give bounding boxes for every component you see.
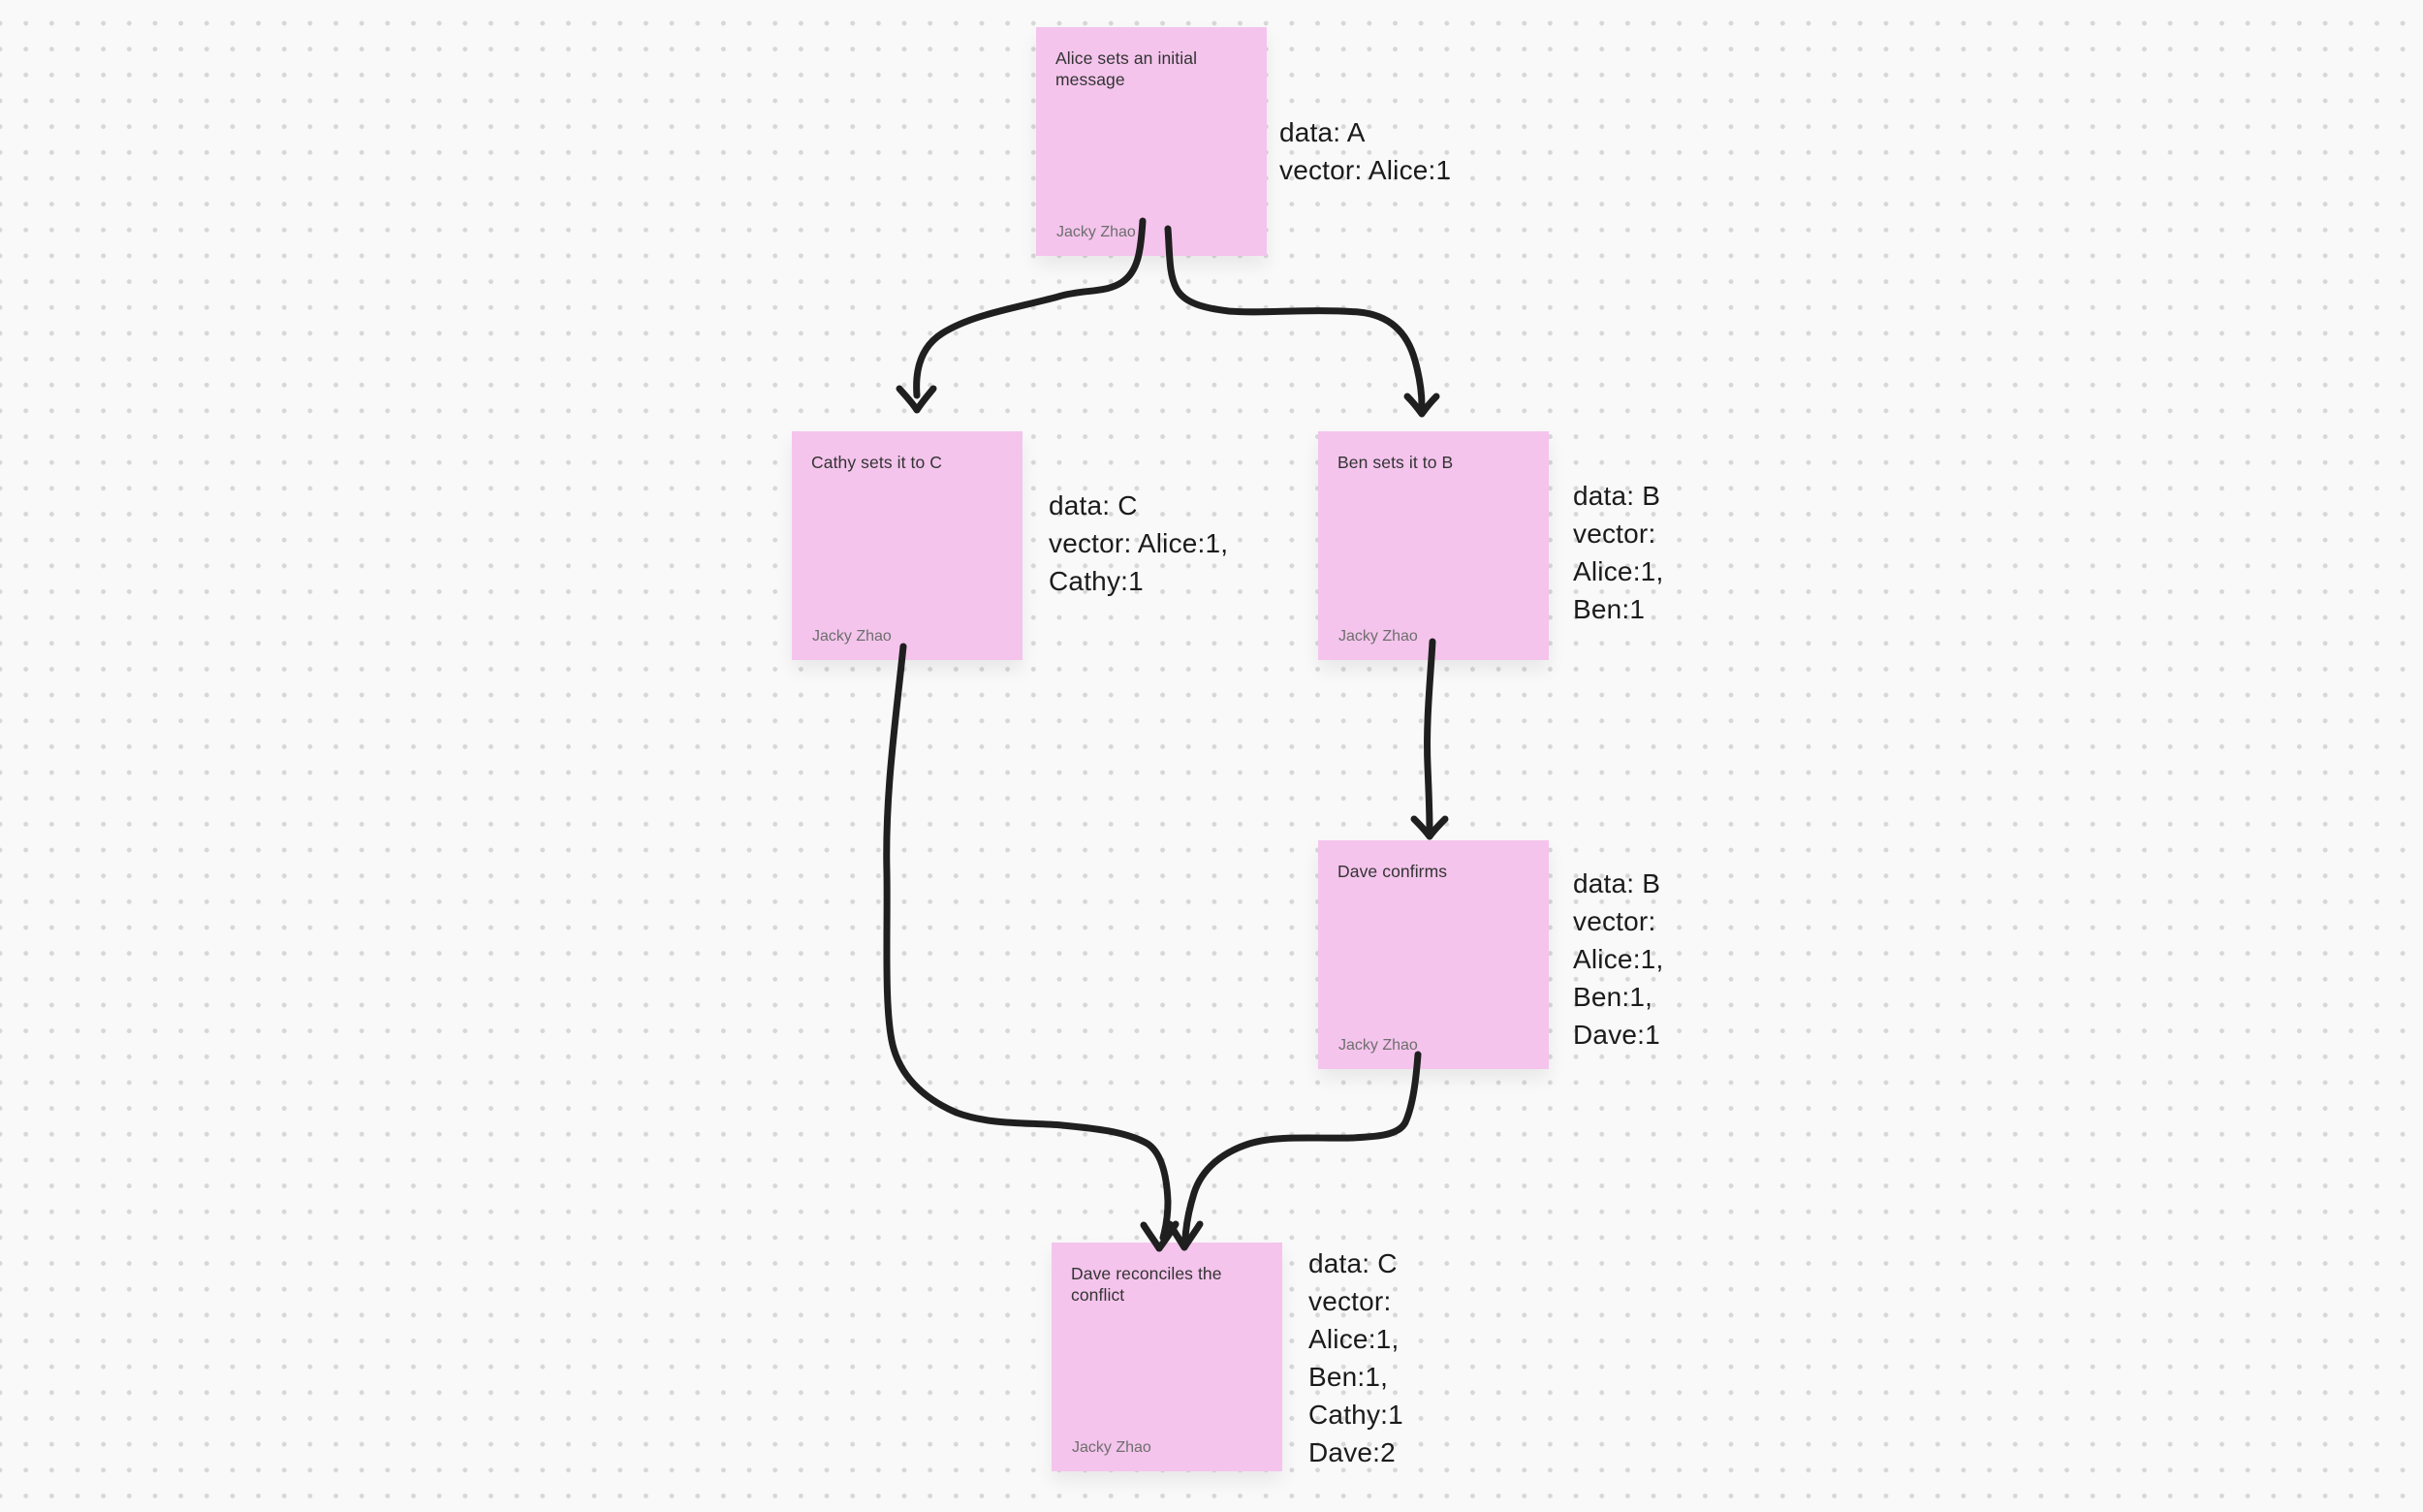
annotation-line: vector: Alice:1, xyxy=(1049,528,1229,558)
arrowhead-down xyxy=(1410,815,1449,840)
annotation-line: vector: xyxy=(1573,906,1656,936)
note-author: Jacky Zhao xyxy=(1338,628,1418,645)
arrow-cathy-to-dave-reconciles[interactable] xyxy=(883,643,1180,1252)
sticky-note-dave-reconciles[interactable]: Dave reconciles the conflict Jacky Zhao xyxy=(1052,1243,1282,1471)
sticky-note-cathy[interactable]: Cathy sets it to C Jacky Zhao xyxy=(792,431,1023,660)
annotation-line: Alice:1, xyxy=(1573,556,1664,586)
arrow-stroke xyxy=(1424,638,1436,835)
arrow-stroke xyxy=(1181,1051,1422,1242)
annotation-line: data: B xyxy=(1573,481,1661,511)
sticky-note-ben[interactable]: Ben sets it to B Jacky Zhao xyxy=(1318,431,1549,660)
annotation-alice-state[interactable]: data: A vector: Alice:1 xyxy=(1279,113,1451,189)
annotation-line: Alice:1, xyxy=(1308,1324,1400,1354)
annotation-line: Cathy:1 xyxy=(1308,1400,1403,1430)
arrowhead-down xyxy=(1403,393,1440,418)
arrow-stroke xyxy=(883,643,1172,1242)
note-title: Ben sets it to B xyxy=(1337,453,1454,472)
note-author: Jacky Zhao xyxy=(812,628,892,645)
annotation-line: vector: xyxy=(1308,1286,1392,1316)
arrowhead-down xyxy=(896,385,937,414)
arrow-alice-to-ben[interactable] xyxy=(1164,225,1440,418)
note-author: Jacky Zhao xyxy=(1338,1037,1418,1054)
annotation-line: Ben:1, xyxy=(1308,1362,1389,1392)
annotation-line: data: C xyxy=(1049,490,1138,520)
annotation-ben-state[interactable]: data: B vector: Alice:1, Ben:1 xyxy=(1573,477,1663,628)
annotation-line: Cathy:1 xyxy=(1049,566,1144,596)
annotation-line: Alice:1, xyxy=(1573,944,1664,974)
note-author: Jacky Zhao xyxy=(1072,1439,1151,1456)
note-title: Cathy sets it to C xyxy=(811,453,943,472)
note-title: Dave reconciles the conflict xyxy=(1071,1264,1222,1305)
arrow-ben-to-dave-confirms[interactable] xyxy=(1410,638,1449,840)
annotation-dave-confirms-state[interactable]: data: B vector: Alice:1, Ben:1, Dave:1 xyxy=(1573,865,1663,1054)
annotation-line: data: C xyxy=(1308,1248,1398,1278)
annotation-dave-reconciles-state[interactable]: data: C vector: Alice:1, Ben:1, Cathy:1 … xyxy=(1308,1244,1403,1471)
note-author: Jacky Zhao xyxy=(1056,224,1136,240)
annotation-line: data: A xyxy=(1279,117,1366,147)
annotation-cathy-state[interactable]: data: C vector: Alice:1, Cathy:1 xyxy=(1049,487,1228,600)
arrow-confirms-to-reconciles[interactable] xyxy=(1166,1051,1422,1251)
note-title: Dave confirms xyxy=(1337,862,1448,881)
annotation-line: data: B xyxy=(1573,868,1661,898)
annotation-line: vector: Alice:1 xyxy=(1279,155,1452,185)
annotation-line: Ben:1 xyxy=(1573,594,1646,624)
sticky-note-dave-confirms[interactable]: Dave confirms Jacky Zhao xyxy=(1318,840,1549,1069)
note-title: Alice sets an initial message xyxy=(1055,48,1198,89)
annotation-line: Dave:2 xyxy=(1308,1437,1396,1467)
annotation-line: Ben:1, xyxy=(1573,982,1653,1012)
annotation-line: vector: xyxy=(1573,519,1656,549)
annotation-line: Dave:1 xyxy=(1573,1020,1660,1050)
sticky-note-alice[interactable]: Alice sets an initial message Jacky Zhao xyxy=(1036,27,1267,256)
